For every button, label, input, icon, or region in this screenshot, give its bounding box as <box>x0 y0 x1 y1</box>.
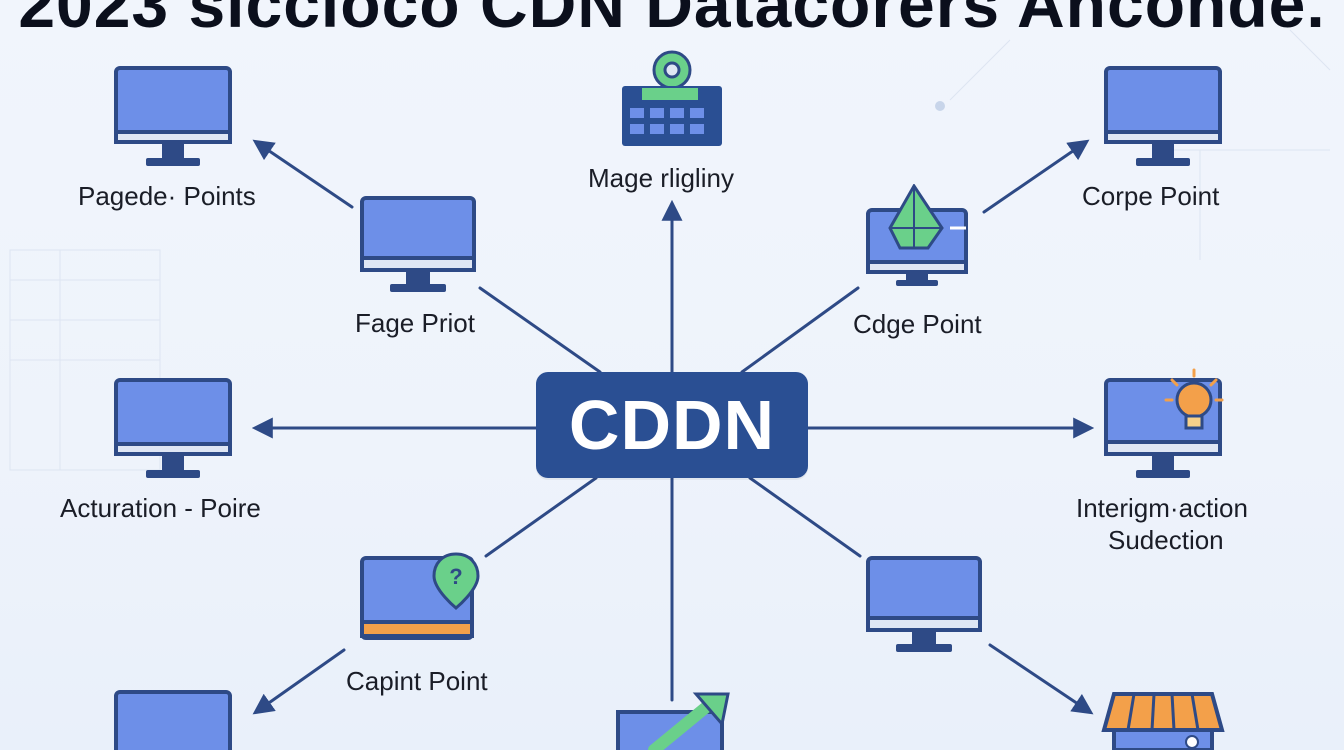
node-label-top-left: Pagede· Points <box>78 181 256 211</box>
monitor-icon <box>866 556 982 652</box>
node-label-inner-top-left: Fage Priot <box>355 308 475 338</box>
node-label-inner-bottom-left: Capint Point <box>346 666 488 696</box>
location-pin-icon: ? <box>360 552 480 640</box>
node-label-left: Acturation - Poire <box>60 493 261 523</box>
node-label-right-line2: Sudection <box>1108 525 1224 555</box>
monitor-icon <box>360 196 476 292</box>
cdn-hub-box: CDDN <box>536 372 808 478</box>
growth-arrow-icon <box>616 692 730 750</box>
storefront-icon <box>1101 692 1225 750</box>
gem-icon <box>866 184 968 286</box>
calendar-icon <box>622 50 722 146</box>
node-label-right-line1: Interigm·action <box>1076 493 1248 523</box>
monitor-icon <box>1104 66 1222 166</box>
diagram-title: 2023 siccloco CDN Datacorers Anconde. <box>18 0 1326 41</box>
lightbulb-icon <box>1104 368 1224 478</box>
node-label-inner-top-right: Cdge Point <box>853 309 982 339</box>
node-label-top-right: Corpe Point <box>1082 181 1220 211</box>
node-label-top-center: Mage rligliny <box>588 163 734 193</box>
monitor-icon <box>114 378 232 478</box>
monitor-icon <box>114 66 232 166</box>
svg-text:?: ? <box>449 564 462 589</box>
monitor-icon <box>114 690 232 750</box>
